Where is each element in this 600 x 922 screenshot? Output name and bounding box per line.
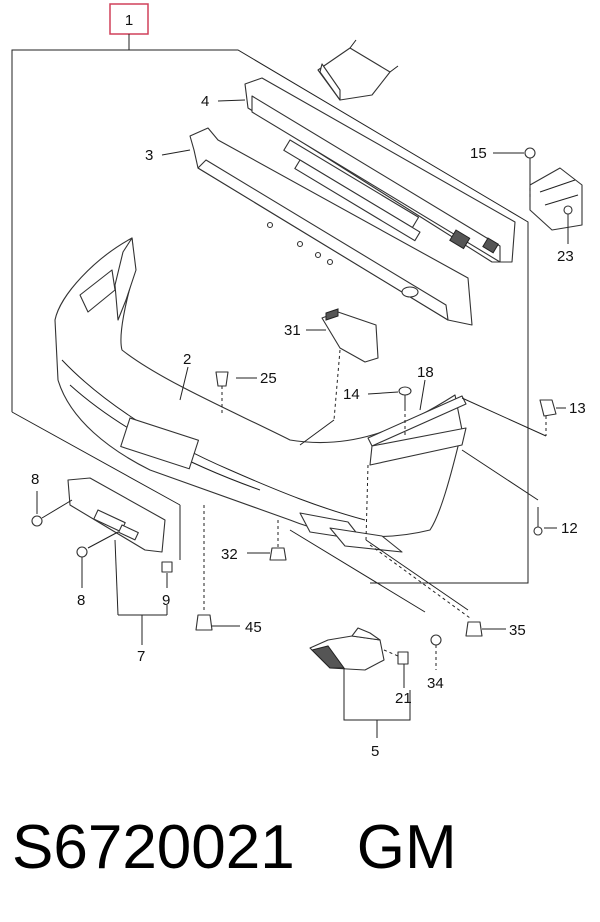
leader-lines xyxy=(36,99,569,738)
license-plate-bracket-part xyxy=(67,477,166,553)
label-7: 7 xyxy=(137,648,145,665)
label-45: 45 xyxy=(245,619,262,636)
side-bracket-part xyxy=(529,167,583,231)
label-35: 35 xyxy=(509,622,526,639)
bumper-cover-part xyxy=(54,237,463,553)
brand-name: GM xyxy=(356,813,457,882)
callout-1: 1 xyxy=(125,12,133,29)
label-14: 14 xyxy=(343,386,360,403)
label-18: 18 xyxy=(417,364,434,381)
label-4: 4 xyxy=(201,93,209,110)
part-caption: S6720021 GM xyxy=(12,808,457,888)
label-13: 13 xyxy=(569,400,586,417)
label-25: 25 xyxy=(260,370,277,387)
reinforcement-beam-part xyxy=(244,77,516,263)
fog-lamp-bezel-part xyxy=(309,627,385,671)
energy-absorber-part xyxy=(189,127,473,326)
side-bracket-31-part xyxy=(321,308,379,363)
part-number: S6720021 xyxy=(12,813,295,882)
label-9: 9 xyxy=(162,592,170,609)
label-34: 34 xyxy=(427,675,444,692)
label-8-top: 8 xyxy=(31,471,39,488)
label-23: 23 xyxy=(557,248,574,265)
exploded-parts-diagram: 1 xyxy=(11,3,586,760)
label-31: 31 xyxy=(284,322,301,339)
assembly-frame xyxy=(11,49,529,584)
label-5: 5 xyxy=(371,743,379,760)
label-2: 2 xyxy=(183,351,191,368)
label-3: 3 xyxy=(145,147,153,164)
label-32: 32 xyxy=(221,546,238,563)
label-15: 15 xyxy=(470,145,487,162)
side-bracket-18-part xyxy=(367,395,467,466)
assembly-callout: 1 xyxy=(109,3,149,50)
label-12: 12 xyxy=(561,520,578,537)
mounting-bracket-part xyxy=(317,39,399,101)
label-8-bottom: 8 xyxy=(77,592,85,609)
label-21: 21 xyxy=(395,690,412,707)
part-labels: 4 3 15 23 31 2 25 18 14 13 8 12 32 8 9 4… xyxy=(31,93,586,760)
